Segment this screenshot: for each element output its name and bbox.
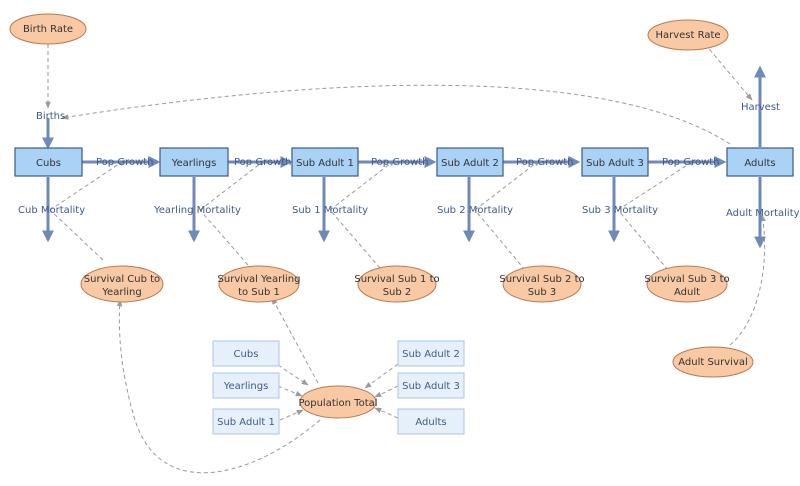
popgrowth-label-5: Pop Growth [662,157,720,168]
adult-mortality-label: Adult Mortality [726,208,800,219]
ghost-sub-adult-3-label: Sub Adult 3 [402,381,460,392]
stock-adults-label: Adults [744,158,775,169]
link-ghostcubs-poptotal [277,364,309,386]
converter-survival-sub2[interactable]: Survival Sub 2 to Sub 3 [499,265,585,303]
influence-links [45,43,766,474]
ghost-yearlings[interactable]: Yearlings [212,372,280,399]
ghost-adults-label: Adults [415,417,446,428]
stock-sub-adult-2[interactable]: Sub Adult 2 [436,147,504,177]
link-ghostsub3-poptotal [374,385,399,398]
converter-population-total[interactable]: Population Total [298,385,378,419]
link-ghostsub1-poptotal [279,409,304,421]
stock-cubs[interactable]: Cubs [14,147,83,177]
link-ghostsub2-poptotal [364,363,399,389]
cub-mortality-label: Cub Mortality [18,205,85,216]
converter-survival-sub1-line1: Survival Sub 1 to [354,274,439,285]
link-ghostadults-poptotal [374,407,399,419]
stock-sub-adult-3[interactable]: Sub Adult 3 [581,147,649,177]
link-survsub2-popgrowth4 [474,160,540,271]
stock-adults[interactable]: Adults [726,147,794,177]
link-poptotal-survcub [116,299,321,474]
flow-labels: Births Harvest Pop Growth Pop Growth Pop… [18,102,800,219]
converter-survival-yearling-line1: Survival Yearling [218,274,301,285]
converter-birth-rate-label: Birth Rate [23,24,73,35]
ghost-sub-adult-2-label: Sub Adult 2 [402,349,460,360]
stock-sub-adult-3-label: Sub Adult 3 [586,158,644,169]
sub3-mortality-label: Sub 3 Mortality [582,205,658,216]
link-harvestrate-harvest [704,43,753,101]
converter-survival-cub-line2: Yearling [101,287,141,298]
converter-adult-survival[interactable]: Adult Survival [672,346,754,378]
popgrowth-label-3: Pop Growth [371,157,429,168]
flows [42,65,766,249]
link-survsub1-popgrowth3 [329,160,395,269]
converter-harvest-rate-label: Harvest Rate [655,30,720,41]
ghost-sub-adult-2[interactable]: Sub Adult 2 [397,340,465,367]
link-ghostyearlings-poptotal [277,385,303,397]
link-survcub-popgrowth1 [49,160,125,261]
converter-survival-sub2-line2: Sub 3 [528,287,557,298]
yearling-mortality-label: Yearling Mortality [153,205,241,216]
ghost-cubs-label: Cubs [234,349,259,360]
stock-yearlings-label: Yearlings [171,158,217,169]
stock-sub-adult-1[interactable]: Sub Adult 1 [291,147,359,177]
link-survyearling-popgrowth2 [199,160,265,266]
popgrowth-label-2: Pop Growth [234,157,292,168]
sub2-mortality-label: Sub 2 Mortality [437,205,513,216]
stock-yearlings[interactable]: Yearlings [159,147,229,177]
converter-survival-sub1[interactable]: Survival Sub 1 to Sub 2 [354,265,440,303]
link-survsub3-popgrowth5 [617,160,695,271]
link-adults-births [61,84,731,145]
converter-survival-sub1-line2: Sub 2 [383,287,412,298]
ghost-yearlings-label: Yearlings [223,381,269,392]
stock-cubs-label: Cubs [36,158,61,169]
popgrowth-label-4: Pop Growth [516,157,574,168]
link-poptotal-survyearling [271,297,319,384]
converter-adult-survival-label: Adult Survival [678,357,748,368]
converter-survival-yearling[interactable]: Survival Yearling to Sub 1 [218,265,301,303]
ghost-adults[interactable]: Adults [397,408,465,435]
births-label: Births [36,111,65,122]
ghost-sub-adult-3[interactable]: Sub Adult 3 [397,372,465,399]
ghost-sub-adult-1[interactable]: Sub Adult 1 [212,408,280,435]
link-adultsurvival-mortality [729,214,766,346]
converter-survival-sub2-line1: Survival Sub 2 to [499,274,584,285]
harvest-label: Harvest [741,102,780,113]
converter-survival-yearling-line2: to Sub 1 [238,287,280,298]
popgrowth-label-1: Pop Growth [96,157,154,168]
converter-population-total-label: Population Total [298,398,377,409]
sub1-mortality-label: Sub 1 Mortality [292,205,368,216]
ghost-sub-adult-1-label: Sub Adult 1 [217,417,275,428]
converter-survival-cub-line1: Survival Cub to [84,274,160,285]
converter-birth-rate[interactable]: Birth Rate [9,13,87,45]
stock-sub-adult-1-label: Sub Adult 1 [296,158,354,169]
converter-survival-sub3-line2: Adult [674,287,700,298]
converter-survival-cub[interactable]: Survival Cub to Yearling [80,265,164,303]
converter-harvest-rate[interactable]: Harvest Rate [647,19,729,51]
converter-survival-sub3[interactable]: Survival Sub 3 to Adult [644,265,730,303]
ghost-cubs[interactable]: Cubs [212,340,280,367]
stock-sub-adult-2-label: Sub Adult 2 [441,158,499,169]
converter-survival-sub3-line1: Survival Sub 3 to [644,274,729,285]
